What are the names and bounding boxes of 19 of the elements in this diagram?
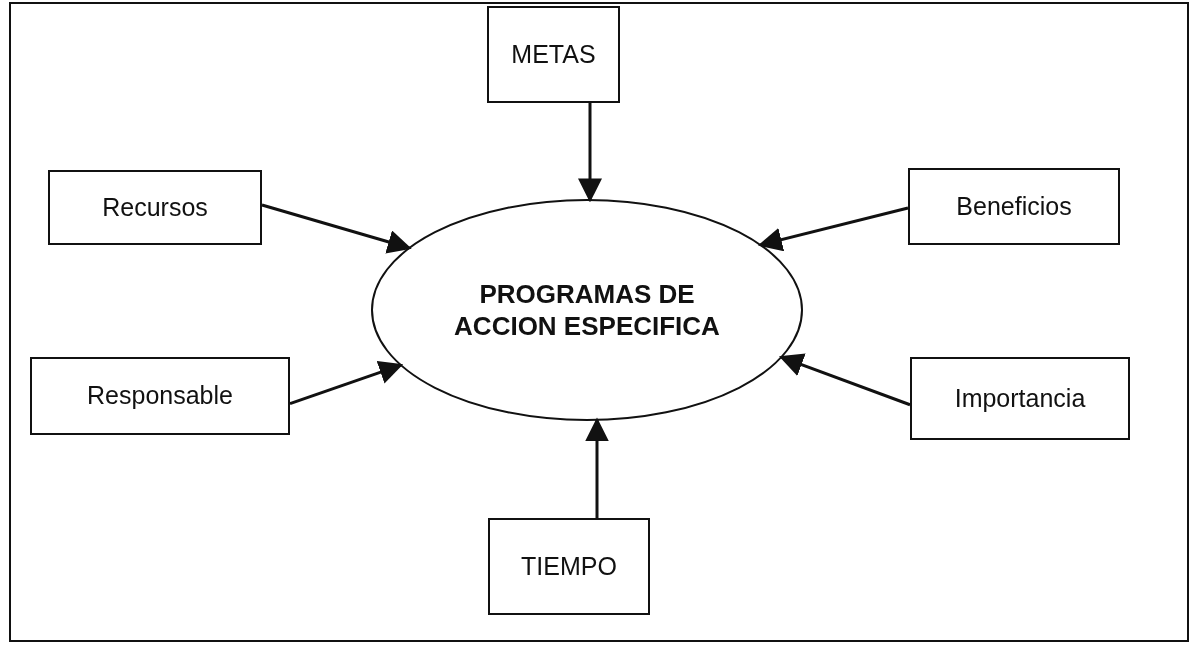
box-label: Importancia	[954, 382, 1086, 414]
process-box	[48, 170, 262, 245]
arrow	[289, 360, 404, 406]
box-label: Recursos	[102, 191, 208, 223]
process-box	[910, 357, 1130, 440]
box-label: METAS	[511, 38, 596, 70]
box-label: Responsable	[87, 380, 233, 412]
process-box	[908, 168, 1120, 245]
arrow	[779, 353, 911, 407]
ellipse-label: PROGRAMAS DE ACCION ESPECIFICA	[453, 277, 721, 343]
box-label: TIEMPO	[521, 550, 617, 582]
process-box	[488, 518, 650, 615]
process-box	[487, 6, 620, 103]
arrow	[585, 417, 609, 518]
box-label: Beneficios	[956, 190, 1072, 222]
arrow	[261, 203, 412, 254]
arrow	[578, 103, 602, 203]
process-box	[30, 357, 290, 435]
arrow	[758, 206, 909, 252]
